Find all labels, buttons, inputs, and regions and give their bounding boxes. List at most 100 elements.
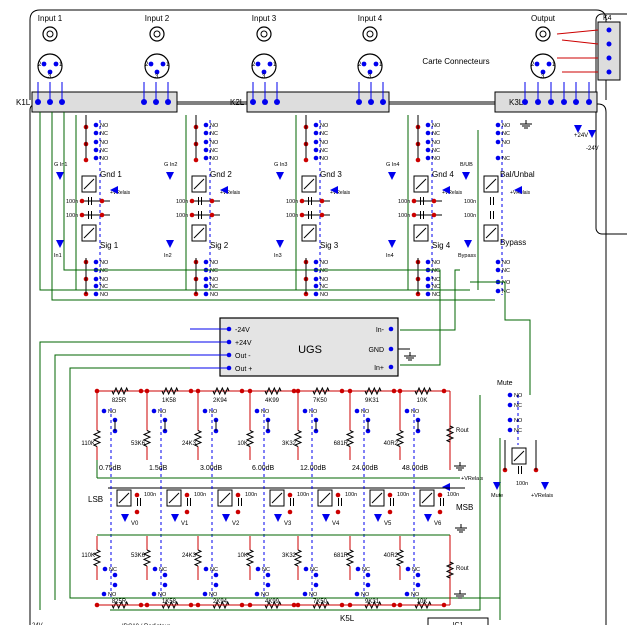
attenuator-relay-input-arrow-icon [374,514,382,522]
series-resistor-label: 825R [112,599,127,605]
junction-dot [431,212,437,218]
rout-resistor [445,425,455,443]
channel-gnd-input-label: G In4 [386,162,399,168]
wire [556,29,599,35]
attenuator-supply-arrow-icon [442,483,450,491]
junction-dot [387,509,393,515]
contact-label-no: NO [100,277,109,283]
junction-dot [162,572,168,578]
attenuator-bottom-contact [151,591,157,597]
xlr-pin-label: 1 [59,62,63,68]
junction-dot [213,582,219,588]
channel-cap-label: 100n [176,213,188,219]
junction-dot [99,212,105,218]
junction-dot [162,582,168,588]
left-supply-fragment: 24V [32,623,43,625]
attenuator-bottom-contact [102,566,108,572]
ugs-right-pin-label: In- [376,327,385,334]
contact-label-no: NO [210,140,219,146]
shunt-resistor-label: 110K [81,441,95,447]
output-supply-arrow-icon [514,186,522,194]
channel-sig-input-arrow-icon [166,240,174,248]
contact-label-no: NO [320,292,329,298]
circle [46,30,54,38]
contact-label-no: NO [210,260,219,266]
circle [160,61,166,67]
mute-input-arrow-icon [493,482,501,490]
channel-supply-label: +VRelais [442,190,463,196]
circle [261,69,267,75]
channel-gnd-relay [413,175,429,193]
channel-top-contact [203,122,209,128]
junction-dot [184,492,190,498]
circle [154,69,160,75]
attenuator-cap-label: 100n [245,492,257,498]
contact-label-nc: NC [320,148,328,154]
junction-dot [437,509,443,515]
attenuator-relay-input-arrow-icon [322,514,330,522]
channel-sig-relay [191,224,207,242]
wire [110,395,481,611]
channel-bottom-contact [93,259,99,265]
contact-label-nc: NC [320,268,328,274]
supply-label: +24V [574,133,588,139]
ugs-left-pin-label: Out + [235,366,252,373]
wire [415,178,427,190]
channel-sig-relay-label: Sig 2 [210,241,229,250]
series-resistor-top [264,386,282,396]
contact-label-no: NO [432,260,441,266]
junction-dot [335,492,341,498]
attenuator-bottom-contact [302,591,308,597]
attenuator-relay-input-label: V6 [434,521,442,527]
series-resistor-top [414,386,432,396]
xlr-pin-label: 2 [358,62,362,68]
shunt-resistor-bottom [293,549,303,567]
circle [260,30,268,38]
k2l-header [246,91,390,113]
series-resistor-label: 7K50 [313,398,328,404]
shunt-resistor-label: 53K6 [131,553,146,559]
contact-label-nc: NC [502,156,510,162]
series-resistor-label: 4K99 [265,398,280,404]
wire [470,281,531,395]
msb-label: MSB [456,503,473,512]
xlr-pin-label: 3 [368,74,372,80]
circle [267,61,273,67]
contact-label-nc: NC [109,567,117,573]
circle [546,61,552,67]
shunt-resistor-top [293,430,303,447]
channel-top-contact [313,139,319,145]
junction-dot [391,388,397,394]
connector-board-frame [29,9,607,100]
series-resistor-label: 4K99 [265,599,280,605]
mute-supply-arrow-icon [541,482,549,490]
mute-input-label: Mute [491,493,503,499]
output-top-contact [495,155,501,161]
shunt-resistor-label: 53K6 [131,441,146,447]
contact-label-nc: NC [502,289,510,295]
contact-label-no: NO [209,592,218,598]
channel-bottom-contact [313,259,319,265]
output-bypass-relay-label: Bypass [500,238,526,247]
contact-label-no: NO [502,140,511,146]
contact-label-no: NO [100,123,109,129]
contact-label-nc: NC [210,131,218,137]
channel-bottom-contact [425,259,431,265]
supply-minus24v-arrow-icon [588,130,596,138]
attenuator-relay-input-arrow-icon [222,514,230,522]
output-cap-label: 100n [464,199,476,205]
attenuator-cap-label: 100n [397,492,409,498]
mute-contact [507,392,513,398]
mute-relay [511,447,527,465]
channel-top-contact [313,130,319,136]
contact-label-nc: NC [502,131,510,137]
channel-supply-label: +VRelais [110,190,131,196]
series-resistor-label: 825R [112,398,127,404]
channel-bottom-contact [93,283,99,289]
contact-label-no: NO [100,156,109,162]
attenuator-relay [269,489,285,507]
junction-dot [365,572,371,578]
ugs-left-pin-label: Out - [235,353,251,360]
channel-bottom-contact [313,283,319,289]
